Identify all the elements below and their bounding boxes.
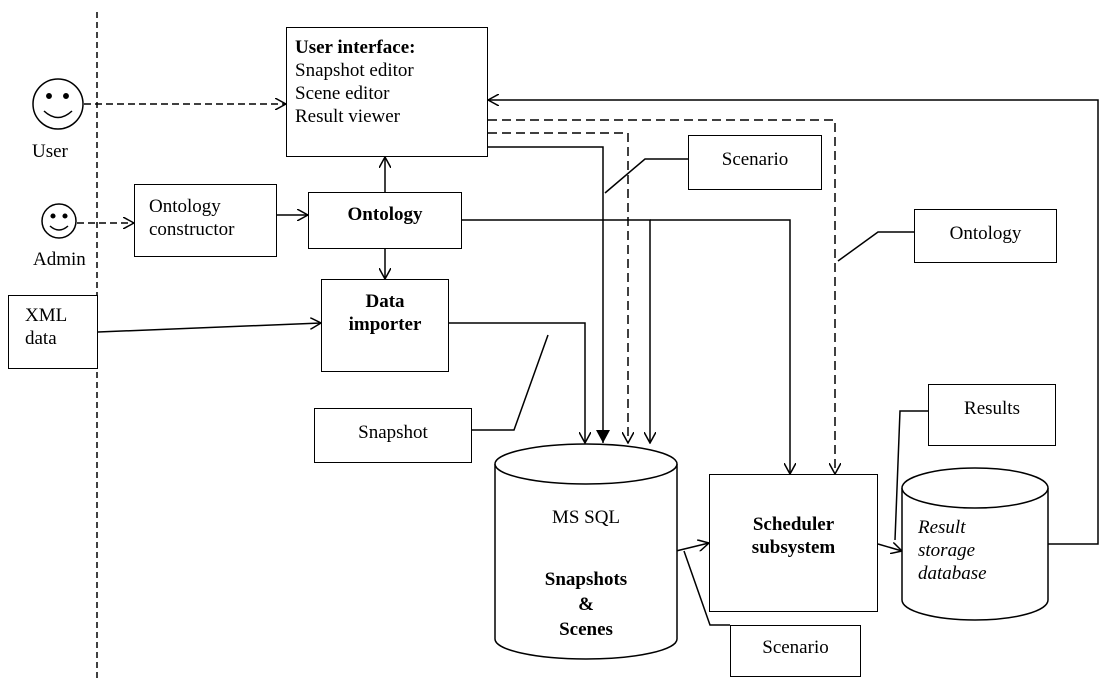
data-importer-line2: importer: [348, 314, 422, 335]
snapshot-callout-label: Snapshot: [358, 422, 428, 443]
results-callout-box: Results: [928, 384, 1056, 446]
edge-ui-mssql: [475, 140, 610, 443]
callout-results-line: [894, 410, 928, 541]
scheduler-line1: Scheduler: [752, 514, 835, 535]
user-interface-box: User interface: Snapshot editor Scene ed…: [286, 27, 488, 157]
xml-data-line1: XML: [25, 305, 68, 326]
ms-sql-name: MS SQL: [551, 507, 621, 528]
edge-ontology-scheduler: [650, 219, 790, 474]
edge-scheduler-resultdb: [877, 544, 902, 551]
data-importer-line1: Data: [365, 291, 405, 312]
ms-sql-database-shape: [494, 443, 678, 660]
ms-sql-content-line1: Snapshots: [544, 569, 628, 590]
ui-item-result-viewer: Result viewer: [295, 106, 401, 127]
ontology-constructor-line1: Ontology: [149, 196, 221, 217]
ontology-constructor-line2: constructor: [149, 219, 235, 240]
snapshot-callout-box: Snapshot: [314, 408, 472, 463]
admin-actor-icon: [41, 203, 77, 239]
scenario-top-callout-box: Scenario: [688, 135, 822, 190]
scenario-top-callout-label: Scenario: [721, 149, 789, 170]
xml-data-line2: data: [25, 328, 57, 349]
result-storage-database-shape: [901, 467, 1049, 621]
xml-data-box: XML data: [8, 295, 98, 369]
edge-ontology-mssql: [462, 219, 650, 443]
user-actor-icon: [32, 78, 84, 130]
data-importer-box: Data importer: [321, 279, 449, 372]
result-db-line1: Result: [918, 517, 966, 538]
ontology-callout-box: Ontology: [914, 209, 1057, 263]
result-db-line3: database: [918, 563, 987, 584]
edge-resultdb-ui: [488, 100, 1099, 545]
edge-ui-mssql-dashed: [488, 132, 628, 443]
ontology-box-label: Ontology: [347, 204, 423, 225]
ui-item-scene-editor: Scene editor: [295, 83, 390, 104]
callout-snapshot-line: [472, 334, 549, 431]
callout-scenario-top-line: [604, 158, 688, 194]
scenario-bottom-callout-box: Scenario: [730, 625, 861, 677]
user-actor-label: User: [32, 141, 68, 162]
edge-ui-scheduler-dashed: [488, 119, 835, 474]
edge-mssql-scheduler: [675, 543, 709, 552]
callout-ontology-line: [837, 231, 914, 262]
ontology-callout-label: Ontology: [949, 223, 1022, 244]
results-callout-label: Results: [964, 398, 1020, 419]
result-db-line2: storage: [918, 540, 975, 561]
ms-sql-content-line3: Scenes: [559, 619, 613, 640]
edge-xml-importer: [97, 323, 321, 333]
admin-actor-label: Admin: [33, 249, 86, 270]
scheduler-line2: subsystem: [751, 537, 836, 558]
scenario-bottom-callout-label: Scenario: [762, 637, 829, 658]
callout-scenario-bottom-line: [683, 550, 730, 626]
ms-sql-content-line2: &: [578, 594, 594, 615]
ontology-box: Ontology: [308, 192, 462, 249]
ui-item-snapshot-editor: Snapshot editor: [295, 60, 414, 81]
scheduler-subsystem-box: Scheduler subsystem: [709, 474, 878, 612]
ontology-constructor-box: Ontology constructor: [134, 184, 277, 257]
user-interface-title: User interface:: [295, 37, 416, 58]
